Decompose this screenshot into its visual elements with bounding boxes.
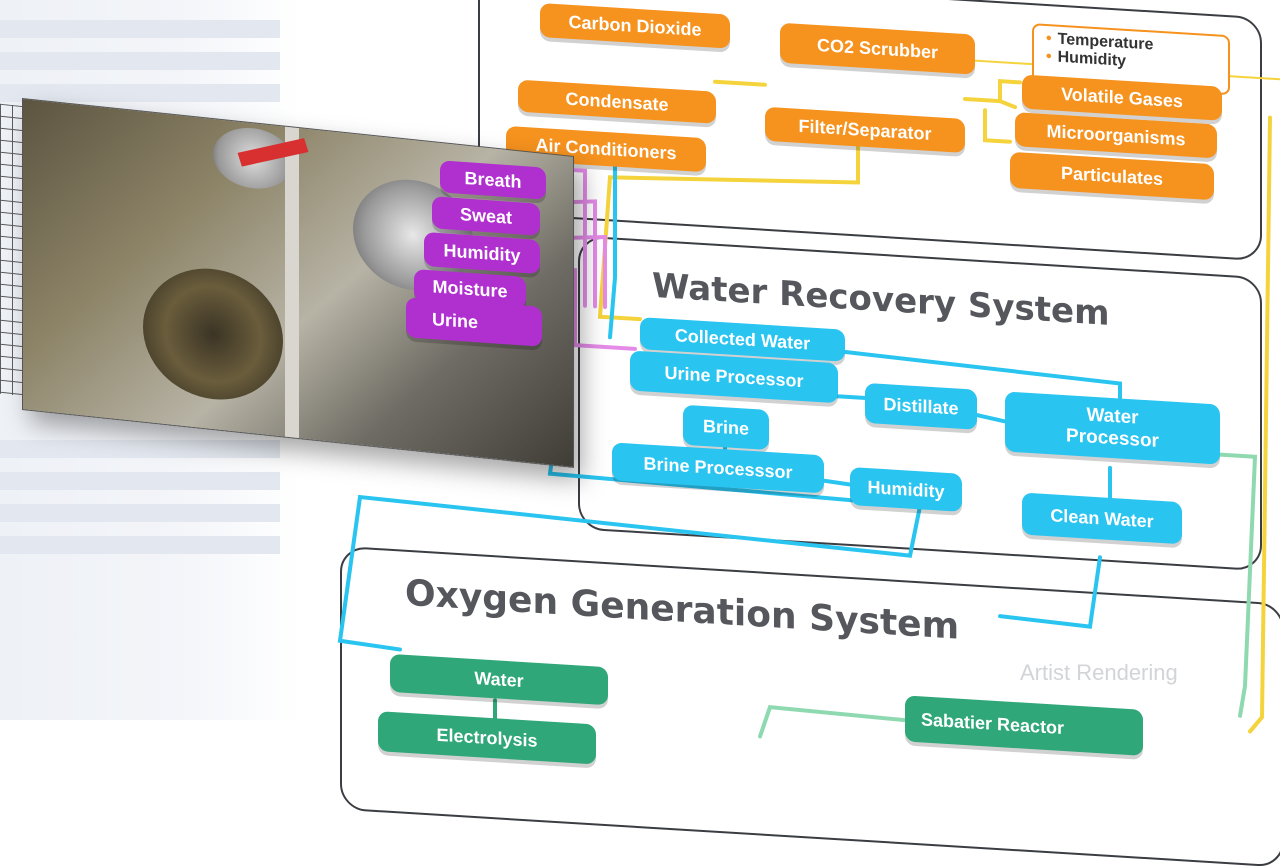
- green-wire: [1218, 452, 1258, 718]
- equipment-disc: [143, 261, 283, 407]
- yellow-wire: [713, 79, 767, 87]
- yellow-wire: [998, 99, 1017, 110]
- yellow-wire: [1248, 115, 1272, 734]
- blue-wire: [973, 412, 1007, 424]
- blue-wire: [833, 394, 872, 401]
- water-processor-label: Water Processor: [1066, 404, 1159, 452]
- green-wire: [758, 704, 912, 739]
- photo-divider: [285, 126, 299, 439]
- blue-wire: [337, 322, 923, 652]
- node-brine: Brine: [683, 404, 769, 451]
- node-distillate: Distillate: [865, 382, 977, 430]
- node-humidity-water: Humidity: [850, 466, 962, 512]
- blue-wire: [608, 140, 617, 340]
- yellow-wire: [983, 108, 1012, 144]
- yellow-wire: [963, 79, 1022, 104]
- blue-wire: [818, 478, 857, 488]
- artist-rendering-watermark: Artist Rendering: [1020, 660, 1178, 685]
- blue-wire: [998, 555, 1102, 629]
